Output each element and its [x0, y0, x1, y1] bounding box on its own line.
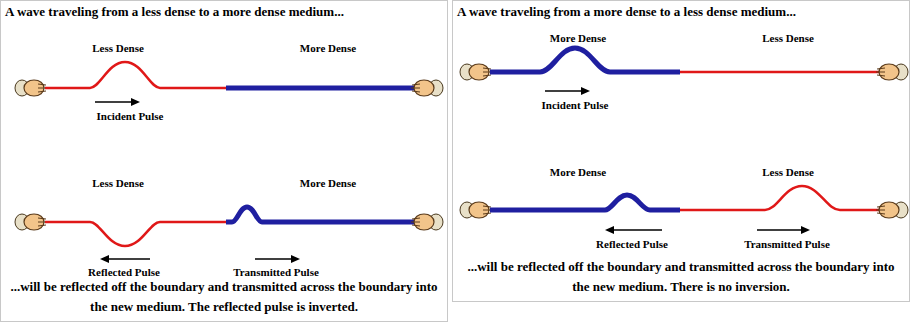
panel-heading: A wave traveling from a more dense to a … — [457, 4, 899, 20]
rope-light — [680, 186, 880, 210]
direction-arrow — [613, 229, 662, 231]
arrow-head — [291, 255, 300, 263]
medium-label: More Dense — [300, 177, 356, 190]
direction-arrow — [255, 258, 292, 260]
medium-label: Less Dense — [92, 42, 144, 55]
rope-light — [45, 222, 226, 246]
direction-arrow — [95, 101, 132, 103]
panel-caption: ...will be reflected off the boundary an… — [460, 257, 902, 297]
medium-label: Reflected Pulse — [88, 266, 160, 279]
arrow-head — [581, 87, 590, 95]
medium-label: Less Dense — [92, 177, 144, 190]
medium-label: Incident Pulse — [542, 99, 609, 112]
direction-arrow — [545, 90, 582, 92]
medium-label: More Dense — [550, 166, 606, 179]
hand — [876, 202, 908, 218]
medium-label: More Dense — [300, 42, 356, 55]
arrow-head — [605, 226, 614, 234]
rope-heavy — [490, 48, 680, 72]
rope-light — [680, 71, 880, 74]
direction-arrow — [108, 258, 150, 260]
hand — [411, 214, 443, 230]
panel-heading: A wave traveling from a less dense to a … — [5, 4, 437, 20]
medium-label: Reflected Pulse — [596, 238, 668, 251]
panel-box: A wave traveling from a more dense to a … — [452, 0, 910, 302]
panel-box: A wave traveling from a less dense to a … — [0, 0, 448, 322]
medium-label: More Dense — [550, 32, 606, 45]
medium-label: Transmitted Pulse — [744, 238, 830, 251]
hand — [15, 214, 47, 230]
medium-label: Transmitted Pulse — [233, 266, 319, 279]
rope-light — [45, 62, 226, 88]
medium-label: Incident Pulse — [97, 110, 164, 123]
panel-caption: ...will be reflected off the boundary an… — [8, 277, 440, 317]
hand — [460, 64, 492, 80]
rope-heavy — [226, 86, 414, 91]
hand — [876, 64, 908, 80]
medium-label: Less Dense — [762, 32, 814, 45]
direction-arrow — [757, 229, 802, 231]
arrow-head — [100, 255, 109, 263]
rope-heavy — [226, 207, 414, 222]
hand — [411, 80, 443, 96]
medium-label: Less Dense — [762, 166, 814, 179]
rope-heavy — [490, 195, 680, 210]
arrow-head — [801, 226, 810, 234]
hand — [460, 202, 492, 218]
arrow-head — [131, 98, 140, 106]
hand — [15, 80, 47, 96]
